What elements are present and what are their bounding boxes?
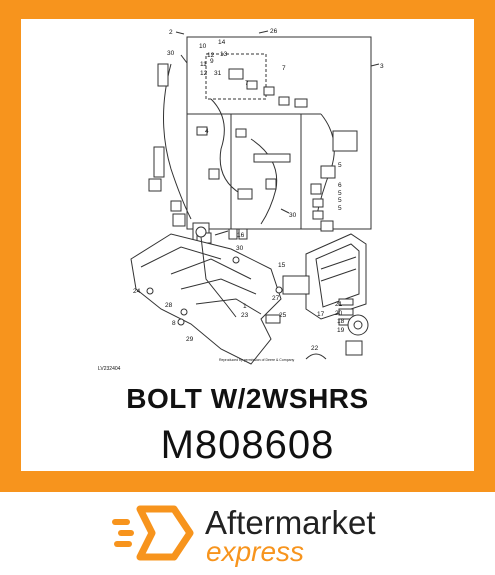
callout-label: 14 [218,39,226,46]
callout-label: 18 [337,318,345,325]
callout-label: 30 [167,50,175,57]
brand-tagline: express [206,536,305,567]
callout-label: 30 [289,212,297,219]
callout-label: 12 [207,52,215,59]
hexagon-arrow-logo-icon [112,505,194,561]
parts-diagram: 2 26 3 10 14 12 13 11 9 12 31 7 7 30 4 5… [98,28,384,372]
brand-name: Aftermarket [205,504,376,541]
callout-label: 5 [338,190,342,197]
callout-label: 17 [317,311,325,318]
callout-label: 19 [337,327,345,334]
callout-label: 23 [241,312,249,319]
callout-label: 24 [133,288,141,295]
copyright-note: Reproduced by permission of Deere & Comp… [219,358,295,362]
callout-label: 5 [338,197,342,204]
callout-label: 9 [210,58,214,65]
callout-label: 29 [186,336,194,343]
orange-frame: 2 26 3 10 14 12 13 11 9 12 31 7 7 30 4 5… [0,0,495,492]
callout-label: 8 [172,320,176,327]
callout-label: 15 [278,262,286,269]
footer [0,492,495,575]
callout-label: 22 [311,345,319,352]
callout-label: 4 [205,128,209,135]
callout-label: 6 [338,182,342,189]
callout-label: 10 [199,43,207,50]
callout-label: 11 [200,61,207,68]
callout-label: 7 [245,80,249,87]
callout-label: 27 [272,295,280,302]
callout-label: 2 [169,29,173,36]
callout-label: 30 [236,245,244,252]
callout-label: 7 [282,65,286,72]
product-panel: 2 26 3 10 14 12 13 11 9 12 31 7 7 30 4 5… [21,19,474,471]
callout-label: 21 [335,301,343,308]
callout-label: 13 [220,51,228,58]
callout-label: 31 [214,70,222,77]
callout-label: 16 [237,232,245,239]
callout-label: 26 [270,28,278,35]
callout-label: 20 [335,310,343,317]
figure-reference-code: LV232404 [98,366,121,372]
callout-label: 5 [338,205,342,212]
callout-label: 5 [338,162,342,169]
callout-label: 3 [380,63,384,70]
callout-label: 28 [165,302,173,309]
callout-label: 12 [200,70,208,77]
callout-label: 25 [279,312,287,319]
callout-label: 1 [243,303,247,310]
part-number: M808608 [160,423,335,467]
product-title: BOLT W/2WSHRS [126,383,369,414]
